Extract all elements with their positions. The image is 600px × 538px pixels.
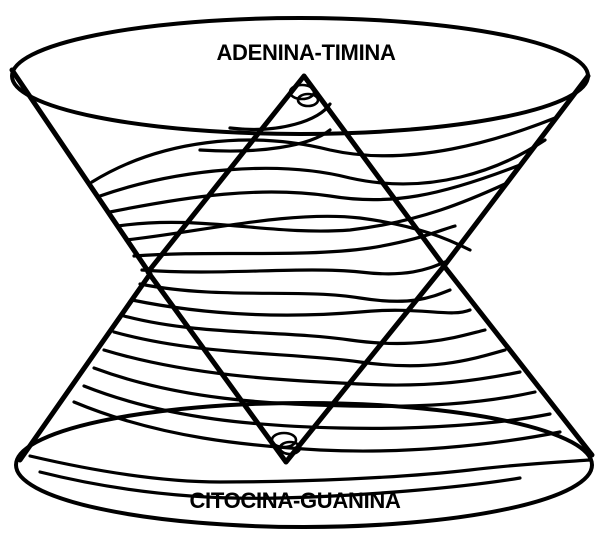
top-cone-rim [12,18,588,134]
upper-cone-left-side [12,70,150,274]
upper-cone-right-side [444,76,588,266]
lower-cone-left-side [20,274,150,460]
top-apex-loops [290,85,318,106]
top-label: ADENINA-TIMINA [216,40,396,65]
helix-strands [30,104,590,498]
bottom-label: CITOCINA-GUANINA [189,488,401,513]
